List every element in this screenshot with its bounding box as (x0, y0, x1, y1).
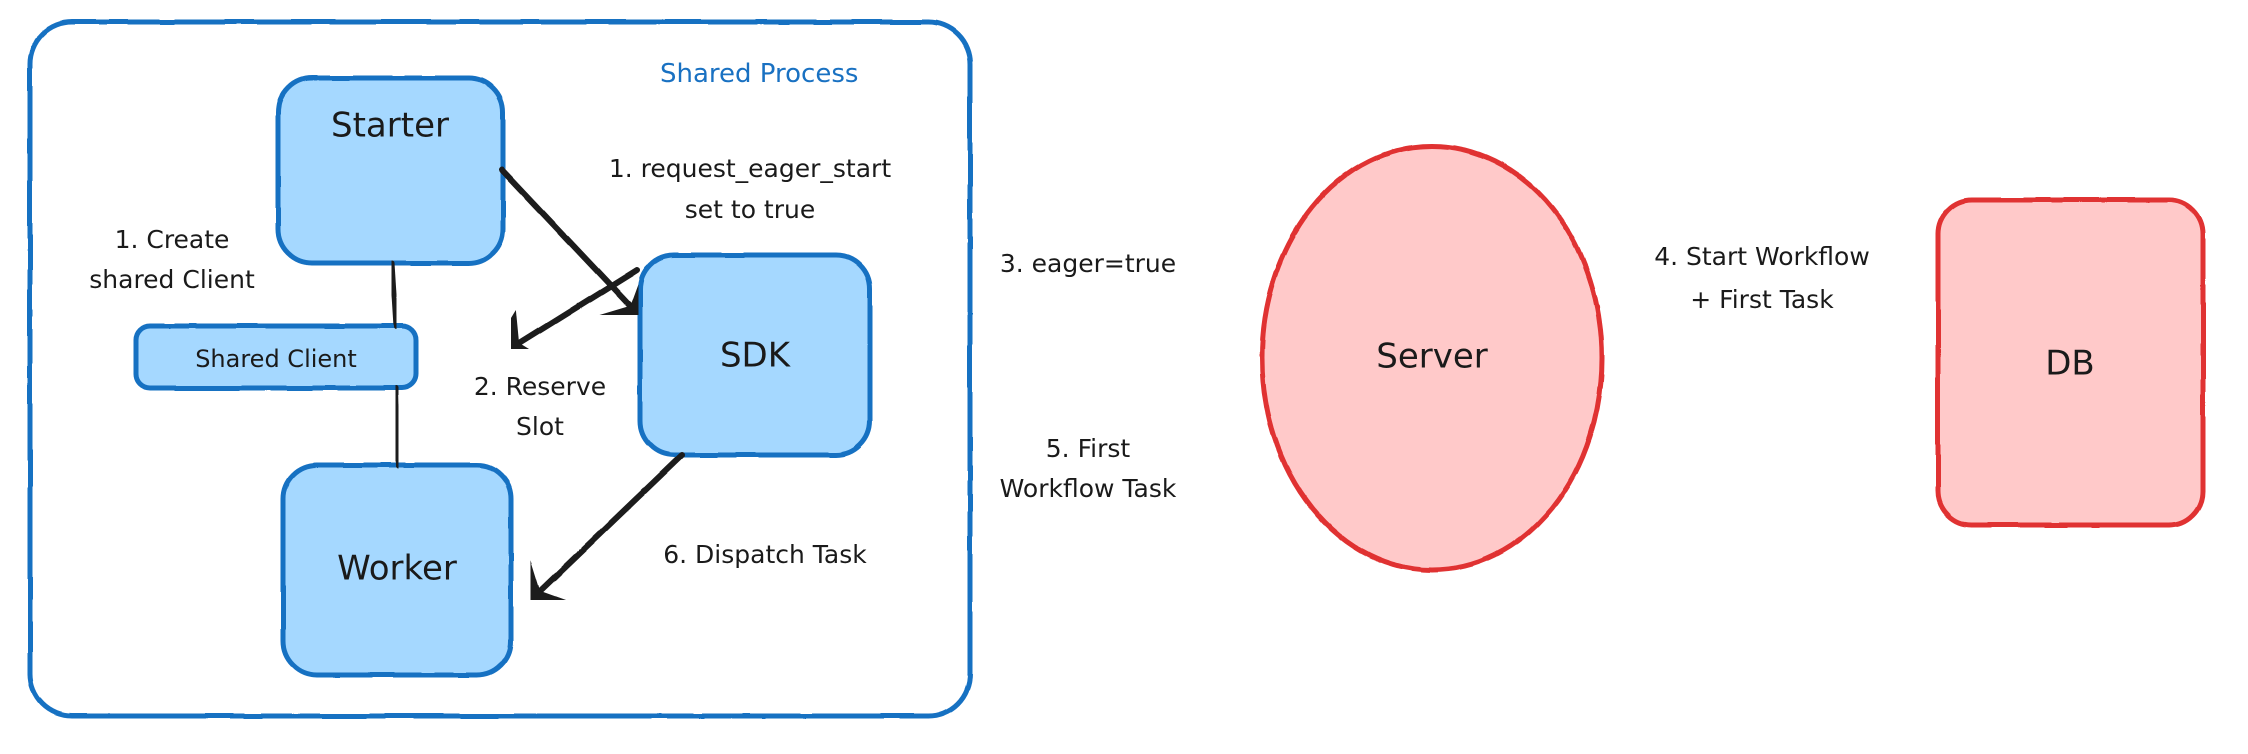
shared-client-shape (133, 323, 419, 391)
edge-dispatch-task (507, 452, 685, 623)
worker-label: Worker (337, 549, 457, 589)
reserve-slot-arrow (481, 267, 640, 368)
sdk-label: SDK (720, 336, 792, 376)
edge-label-request-eager-start-line1: 1. request_eager_start (609, 154, 891, 183)
create-shared-client-line-bottom (393, 385, 401, 469)
edge-create-shared-client (389, 260, 401, 469)
sdk-shape (637, 252, 873, 458)
db-label: DB (2045, 344, 2095, 384)
edge-label-start-workflow-line1: 4. Start Workflow (1654, 242, 1870, 271)
node-worker[interactable]: Worker (280, 462, 514, 678)
edge-label-dispatch-task: 6. Dispatch Task (663, 540, 867, 569)
server-label: Server (1376, 337, 1488, 377)
node-sdk[interactable]: SDK (637, 252, 873, 458)
shared-process-boundary (27, 19, 973, 719)
edge-label-create-shared-client-line1: 1. Create (115, 225, 230, 254)
edge-label-request-eager-start-line2: set to true (685, 195, 816, 224)
create-shared-client-line-top (389, 260, 399, 330)
edge-label-create-shared-client-line2: shared Client (89, 265, 255, 294)
edge-label-reserve-slot-line1: 2. Reserve (474, 372, 606, 401)
shared-process-group (27, 19, 973, 719)
node-db[interactable]: DB (1935, 197, 2206, 528)
edge-label-start-workflow-line2: + First Task (1690, 285, 1834, 314)
starter-label: Starter (331, 106, 449, 146)
edge-label-eager-true: 3. eager=true (1000, 249, 1176, 278)
dispatch-task-arrow (507, 452, 685, 623)
edge-reserve-slot (481, 267, 640, 368)
node-starter[interactable]: Starter (275, 75, 506, 266)
node-shared-client[interactable]: Shared Client (133, 323, 419, 391)
edge-label-first-workflow-task-line2: Workflow Task (1000, 474, 1177, 503)
shared-client-label: Shared Client (195, 345, 357, 373)
node-server[interactable]: Server (1259, 143, 1605, 573)
edge-label-first-workflow-task-line1: 5. First (1046, 434, 1131, 463)
edge-label-reserve-slot-line2: Slot (516, 412, 564, 441)
shared-process-label: Shared Process (660, 59, 858, 89)
